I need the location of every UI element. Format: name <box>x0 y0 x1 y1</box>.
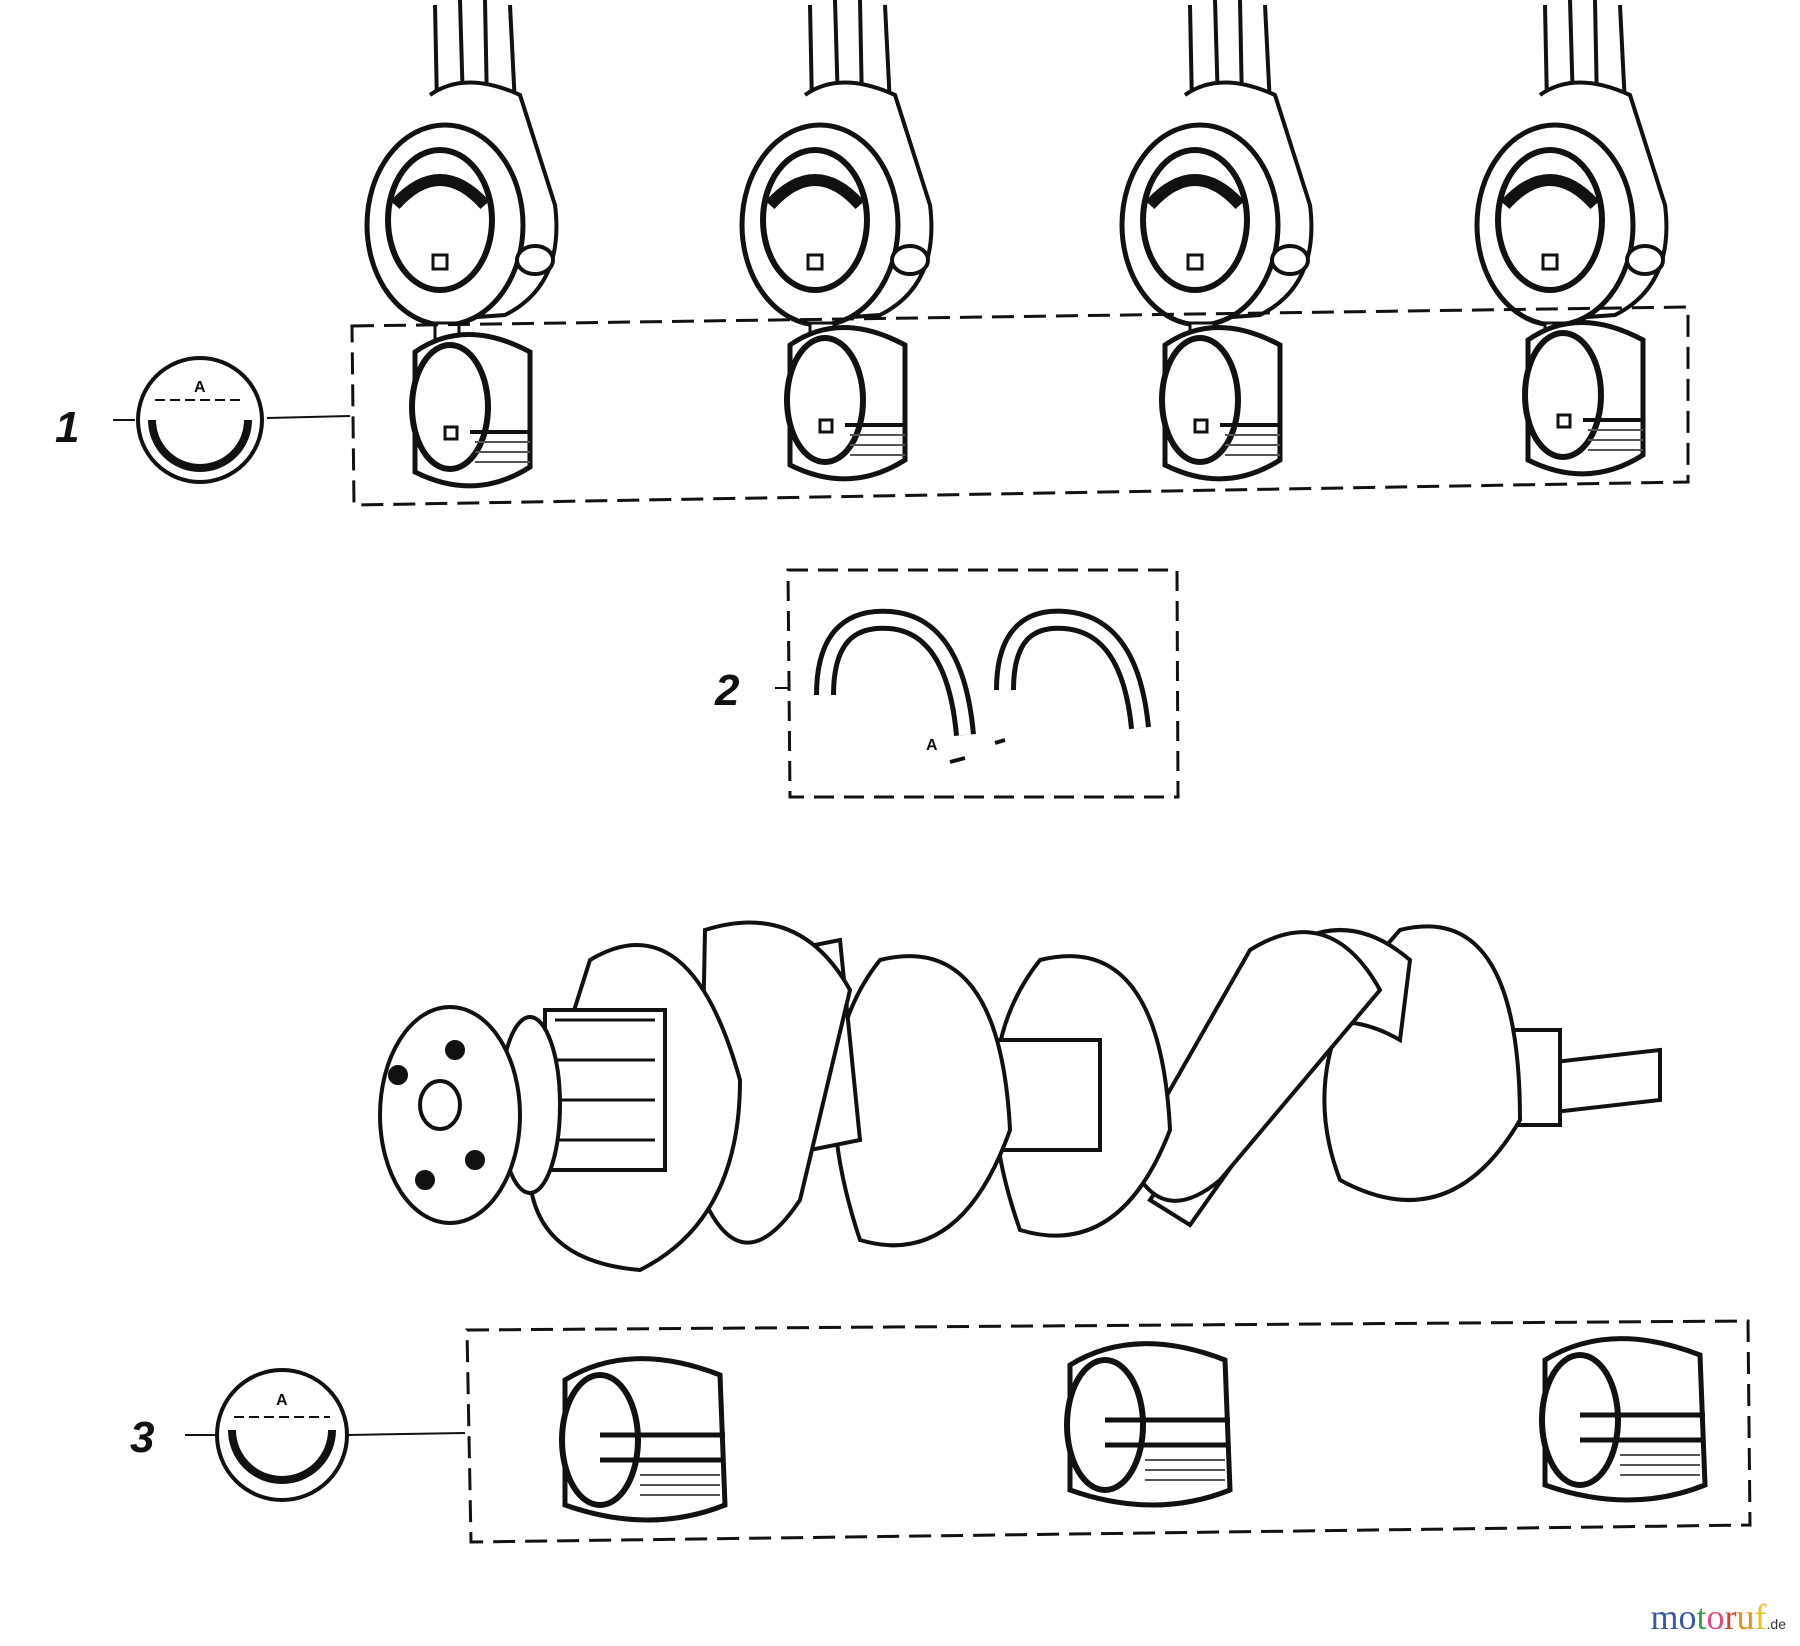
svg-text:A: A <box>926 737 938 754</box>
connecting-rod-1 <box>367 0 556 339</box>
svg-text:A: A <box>194 379 206 396</box>
logo-letter: m <box>1650 1597 1679 1637</box>
connecting-rod-2 <box>742 0 931 339</box>
connecting-rod-4 <box>1477 0 1666 339</box>
logo-letter: f <box>1754 1597 1767 1637</box>
logo-letter: r <box>1724 1597 1737 1637</box>
logo-tld: .de <box>1766 1616 1786 1632</box>
svg-text:A: A <box>276 1392 288 1409</box>
main-bearing-shell-1 <box>562 1359 725 1520</box>
bearing-size-symbol-3: A <box>215 1368 349 1502</box>
rod-bearing-shell-1 <box>412 335 530 486</box>
group-box-1 <box>350 305 1690 507</box>
motoruf-watermark-logo: motoruf.de <box>1651 1596 1787 1638</box>
group-box-3 <box>465 1319 1752 1544</box>
thrust-washers: A <box>814 608 1151 764</box>
group-box-2 <box>786 568 1180 799</box>
logo-letter: o <box>1678 1597 1697 1637</box>
callout-2: 2 <box>714 666 740 715</box>
connecting-rod-3 <box>1122 0 1311 339</box>
callout-3: 3 <box>130 1413 154 1462</box>
rod-bearing-shell-2 <box>787 328 905 479</box>
rod-bearing-shell-4 <box>1525 323 1643 474</box>
logo-letter: o <box>1706 1597 1725 1637</box>
crankshaft <box>378 920 1662 1273</box>
bearing-size-symbol-1: A <box>136 356 264 484</box>
rod-bearing-shell-3 <box>1162 328 1280 479</box>
logo-letter: t <box>1696 1597 1707 1637</box>
logo-letter: u <box>1736 1597 1755 1637</box>
callout-1: 1 <box>55 403 79 452</box>
main-bearing-shell-3 <box>1542 1339 1705 1500</box>
main-bearing-shell-2 <box>1067 1344 1230 1505</box>
